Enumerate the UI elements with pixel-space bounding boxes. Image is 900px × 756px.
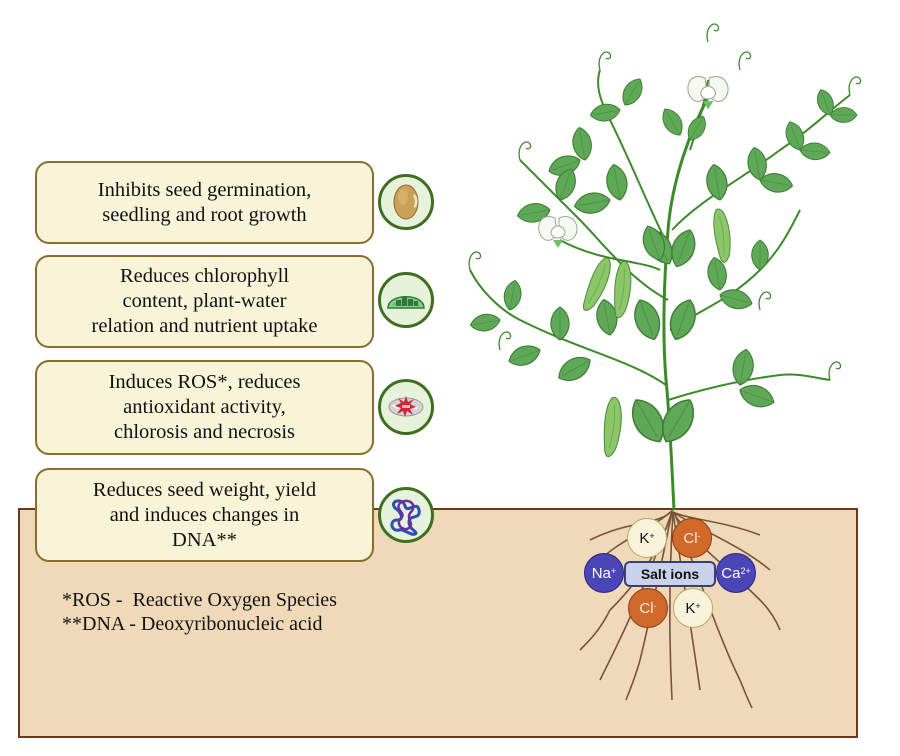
footnote-ros: *ROS - Reactive Oxygen Species bbox=[62, 589, 337, 611]
ion-symbol: Ca bbox=[721, 564, 741, 582]
ion-potassium-bottom: K+ bbox=[673, 588, 713, 628]
ion-charge: + bbox=[610, 566, 617, 576]
effect-text-line: content, plant-water bbox=[122, 290, 287, 312]
ion-potassium-top: K+ bbox=[627, 518, 667, 558]
dna-icon bbox=[378, 487, 434, 543]
effect-text-line: and induces changes in bbox=[109, 503, 300, 526]
ion-symbol: Cl bbox=[683, 529, 698, 547]
effect-text-line: Inhibits seed germination, bbox=[97, 178, 312, 201]
effect-box-seed-germination: Inhibits seed germination, seedling and … bbox=[35, 161, 374, 244]
effect-text-line: relation and nutrient uptake bbox=[91, 315, 318, 337]
ion-symbol: K bbox=[639, 529, 650, 547]
effect-box-seed-weight-dna: Reduces seed weight, yield and induces c… bbox=[35, 468, 374, 562]
effect-text-line: Reduces chlorophyll bbox=[119, 265, 290, 287]
ion-sodium: Na+ bbox=[584, 553, 624, 593]
effect-text-line: DNA** bbox=[172, 528, 237, 551]
effect-box-chlorophyll: Reduces chlorophyll content, plant-water… bbox=[35, 255, 374, 348]
ion-charge: - bbox=[697, 531, 701, 541]
ion-charge: + bbox=[649, 531, 655, 541]
effect-text-line: seedling and root growth bbox=[102, 203, 307, 226]
ion-charge: - bbox=[653, 601, 657, 611]
ion-charge: 2+ bbox=[740, 566, 751, 576]
seed-icon bbox=[378, 174, 434, 230]
effect-box-ros: Induces ROS*, reduces antioxidant activi… bbox=[35, 360, 374, 455]
ion-symbol: Cl bbox=[639, 599, 654, 617]
effect-text-line: Reduces seed weight, yield bbox=[92, 478, 317, 501]
effect-text-line: chlorosis and necrosis bbox=[113, 421, 296, 443]
mitochondria-ros-icon bbox=[378, 379, 434, 435]
ion-chloride-top: Cl- bbox=[672, 518, 712, 558]
ion-chloride-bottom: Cl- bbox=[628, 588, 668, 628]
footnote-dna: **DNA - Deoxyribonucleic acid bbox=[62, 613, 323, 635]
footnotes: *ROS - Reactive Oxygen Species **DNA - D… bbox=[62, 588, 337, 636]
ion-charge: + bbox=[695, 601, 701, 611]
ion-symbol: Na bbox=[591, 564, 611, 582]
effect-text-line: Induces ROS*, reduces bbox=[108, 371, 301, 393]
salt-ions-label: Salt ions bbox=[624, 561, 716, 587]
chloroplast-icon bbox=[378, 272, 434, 328]
ion-symbol: K bbox=[685, 599, 696, 617]
effect-text-line: antioxidant activity, bbox=[123, 396, 286, 418]
